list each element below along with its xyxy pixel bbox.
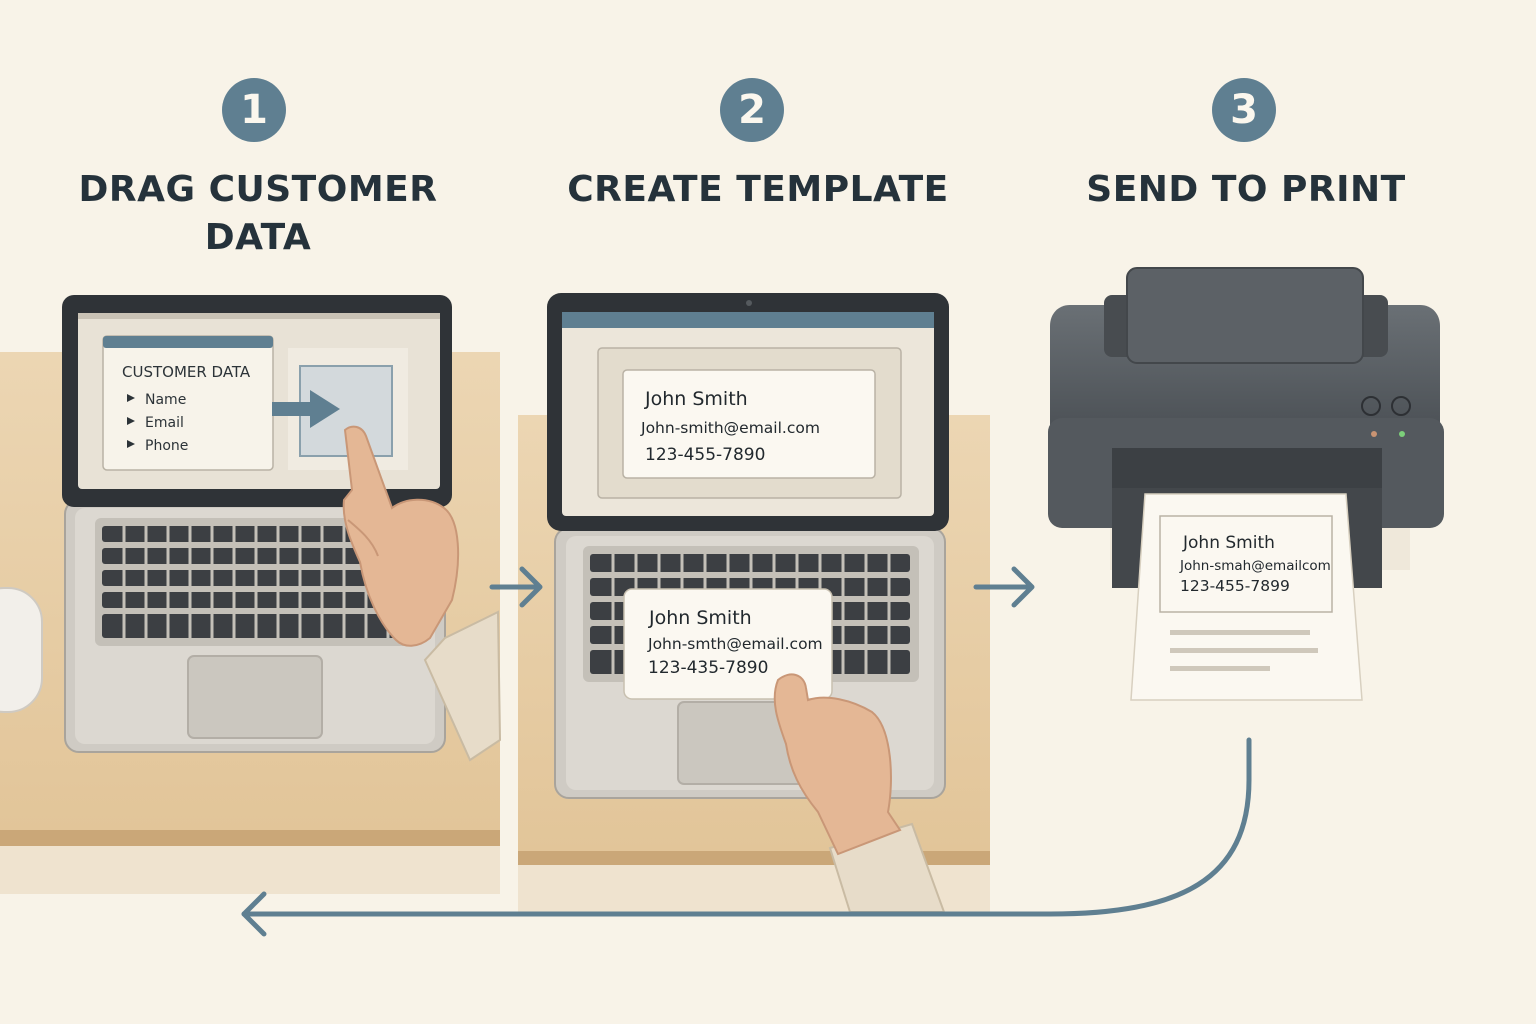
customer-data-panel-title: CUSTOMER DATA — [122, 363, 251, 381]
laptop-2: John Smith John-smith@email.com 123-455-… — [547, 293, 949, 799]
field-email: Email — [145, 415, 184, 431]
hand-card-email: John-smth@email.com — [647, 635, 823, 653]
step-2-badge: 2 — [720, 78, 784, 142]
step-1-title-line-1: DRAG CUSTOMER — [78, 169, 438, 210]
screen-card-email: John-smith@email.com — [640, 419, 820, 437]
printer: John Smith John-smah@emailcom 123-455-78… — [1048, 267, 1444, 701]
step-3-badge: 3 — [1212, 78, 1276, 142]
printed-card — [1159, 515, 1333, 613]
hand-2: John Smith John-smth@email.com 123-435-7… — [623, 588, 946, 913]
arrow-right-2 — [973, 566, 1035, 608]
field-name: Name — [145, 392, 186, 408]
hand-1 — [342, 425, 502, 762]
screen-card-phone: 123-455-7890 — [645, 445, 765, 465]
step-1-badge: 1 — [222, 78, 286, 142]
step-1-title-line-2: DATA — [204, 217, 312, 258]
printed-card-email: John-smah@emailcom — [1179, 558, 1331, 574]
step-1-title: DRAG CUSTOMER DATA — [58, 166, 458, 262]
status-light-icon — [1371, 431, 1377, 437]
hand-card-name: John Smith — [648, 607, 752, 629]
power-light-icon — [1399, 431, 1405, 437]
business-card — [623, 588, 833, 700]
screen-card-name: John Smith — [644, 388, 748, 410]
arrow-right-1 — [489, 566, 543, 608]
printed-card-name: John Smith — [1182, 533, 1275, 553]
return-arrow — [241, 737, 1252, 937]
field-phone: Phone — [145, 438, 188, 454]
hand-card-phone: 123-435-7890 — [648, 658, 768, 678]
mouse — [0, 587, 43, 713]
drag-arrow-icon — [272, 390, 340, 428]
step-2-title: CREATE TEMPLATE — [567, 169, 949, 210]
step-3-title: SEND TO PRINT — [1086, 169, 1406, 210]
printed-card-phone: 123-455-7899 — [1180, 577, 1290, 595]
